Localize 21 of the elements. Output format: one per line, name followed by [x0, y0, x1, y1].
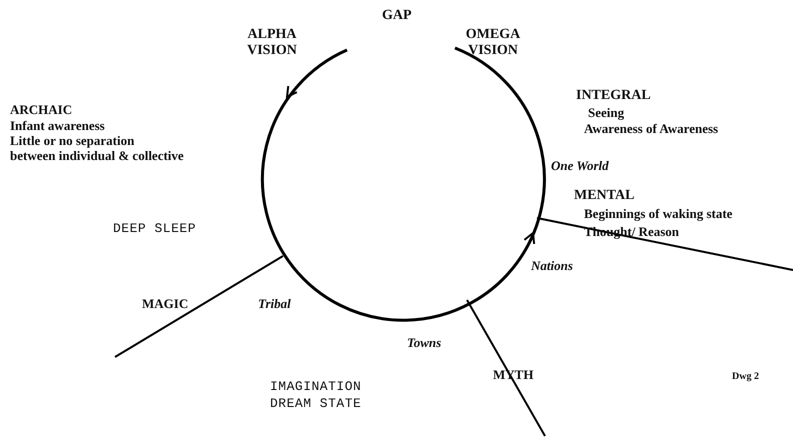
stage-label: Nations — [531, 258, 573, 274]
description-text: Awareness of Awareness — [584, 121, 718, 137]
drawing-number: Dwg 2 — [732, 371, 759, 382]
heading-label: ALPHA VISION — [246, 27, 298, 59]
description-text: between individual & collective — [10, 148, 184, 164]
heading-label: OMEGA VISION — [464, 27, 522, 59]
description-text: MAGIC — [142, 296, 188, 312]
heading-label: MENTAL — [574, 188, 634, 204]
stage-label: One World — [551, 158, 609, 174]
stage-label: Tribal — [258, 296, 291, 312]
heading-label: GAP — [382, 8, 412, 24]
description-text: Beginnings of waking state — [584, 206, 732, 222]
state-label: DEEP SLEEP — [113, 221, 196, 236]
description-text: Seeing — [588, 105, 624, 121]
description-text: Little or no separation — [10, 133, 134, 149]
description-text: ARCHAIC — [10, 102, 72, 118]
stage-label: Towns — [407, 335, 442, 351]
heading-label: INTEGRAL — [576, 88, 651, 104]
description-text: Infant awareness — [10, 118, 105, 134]
state-label: IMAGINATION — [270, 379, 362, 394]
state-label: DREAM STATE — [270, 396, 362, 411]
